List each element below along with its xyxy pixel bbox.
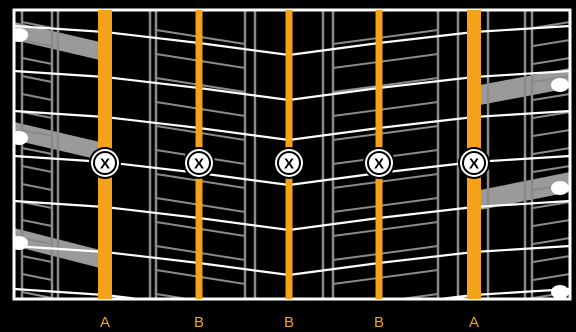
groove-marker: X — [273, 147, 305, 179]
groove-marker: X — [363, 147, 395, 179]
groove-marker: X — [458, 147, 490, 179]
groove-label: A — [100, 314, 110, 331]
groove-label: B — [284, 314, 294, 331]
groove-marker: X — [89, 147, 121, 179]
marker-x-glyph: X — [194, 156, 204, 173]
edge-dot — [551, 285, 569, 299]
marker-x-glyph: X — [469, 156, 479, 173]
groove-label: A — [469, 314, 479, 331]
groove-label: B — [374, 314, 384, 331]
marker-x-glyph: X — [374, 156, 384, 173]
edge-dot — [551, 78, 569, 92]
groove-label: B — [194, 314, 204, 331]
edge-dot — [551, 181, 569, 195]
marker-x-glyph: X — [284, 156, 294, 173]
marker-x-glyph: X — [100, 156, 110, 173]
groove-marker: X — [183, 147, 215, 179]
